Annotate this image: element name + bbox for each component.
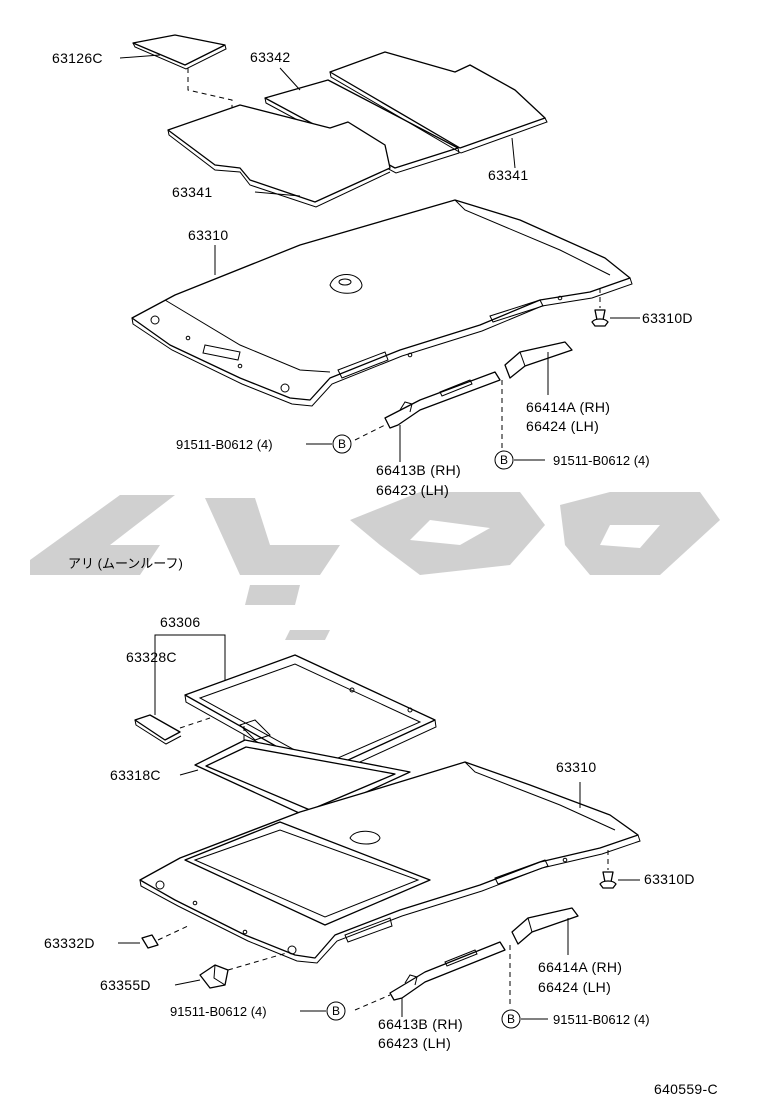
clip-63332d xyxy=(141,934,159,949)
pad-63126c xyxy=(132,34,227,70)
dash-66413b-bottom xyxy=(354,994,391,1011)
clip-63310d-top xyxy=(591,309,609,327)
callout-b-bottom-right xyxy=(501,1009,521,1029)
callout-b-top-right xyxy=(494,450,514,470)
label-91511-bottom-left: 91511-B0612 (4) xyxy=(170,1004,267,1019)
leader-63341-right xyxy=(511,137,516,169)
visor-66413b-top xyxy=(384,371,501,429)
label-63310d-bottom: 63310D xyxy=(644,871,695,887)
callout-b-bottom-right-text: B xyxy=(507,1012,515,1026)
headliner-63310-bottom xyxy=(139,761,641,964)
label-63310-bottom: 63310 xyxy=(556,759,596,775)
label-63341-right: 63341 xyxy=(488,167,528,183)
label-66423-top: 66423 (LH) xyxy=(376,482,449,498)
callout-b-top-left-text: B xyxy=(338,437,346,451)
leader-63342 xyxy=(279,67,301,91)
label-66413b-top: 66413B (RH) xyxy=(376,462,461,478)
callout-b-bottom-left-text: B xyxy=(332,1004,340,1018)
label-66423-bottom: 66423 (LH) xyxy=(378,1035,451,1051)
dash-63332d xyxy=(157,924,191,941)
label-63306: 63306 xyxy=(160,614,200,630)
pad-63341-left xyxy=(167,104,391,208)
clip-63310d-bottom xyxy=(599,871,617,889)
label-63342: 63342 xyxy=(250,49,290,65)
seal-frame-63318c xyxy=(194,739,411,819)
headliner-63310-top xyxy=(131,199,633,407)
label-63355d: 63355D xyxy=(100,977,151,993)
figure-code: 640559-C xyxy=(654,1081,718,1097)
label-91511-top-right: 91511-B0612 (4) xyxy=(553,453,650,468)
label-63332d: 63332D xyxy=(44,935,95,951)
callout-b-bottom-left xyxy=(326,1001,346,1021)
callout-b-top-right-text: B xyxy=(500,453,508,467)
visor-66413b-bottom xyxy=(389,941,506,1001)
label-63341-left: 63341 xyxy=(172,184,212,200)
label-63310-top: 63310 xyxy=(188,227,228,243)
label-66414a-bottom: 66414A (RH) xyxy=(538,959,622,975)
label-63318c: 63318C xyxy=(110,767,161,783)
watermark-logo xyxy=(30,492,720,640)
clip-63355d xyxy=(199,964,229,989)
clip-63328c xyxy=(134,714,182,745)
leader-63341-left xyxy=(254,191,301,197)
callout-b-top-left xyxy=(332,434,352,454)
leader-63318c xyxy=(179,769,199,776)
visor-66414a-bottom xyxy=(511,907,579,945)
leader-63355d xyxy=(174,979,201,986)
label-91511-top-left: 91511-B0612 (4) xyxy=(176,437,273,452)
dash-63328c xyxy=(179,717,211,729)
visor-66414a-top xyxy=(504,341,573,379)
label-66424-bottom: 66424 (LH) xyxy=(538,979,611,995)
leader-63126c xyxy=(119,54,161,59)
label-63328c: 63328C xyxy=(126,649,177,665)
label-66414a-top: 66414A (RH) xyxy=(526,399,610,415)
label-63310d-top: 63310D xyxy=(642,310,693,326)
dash-63355d xyxy=(227,951,291,971)
dash-66413b-top xyxy=(354,424,386,441)
pad-63341-right xyxy=(329,51,548,154)
label-63126c: 63126C xyxy=(52,50,103,66)
section-note-moonroof: アリ (ムーンルーフ) xyxy=(68,556,183,571)
label-66413b-bottom: 66413B (RH) xyxy=(378,1016,463,1032)
label-91511-bottom-right: 91511-B0612 (4) xyxy=(553,1012,650,1027)
label-66424-top: 66424 (LH) xyxy=(526,418,599,434)
